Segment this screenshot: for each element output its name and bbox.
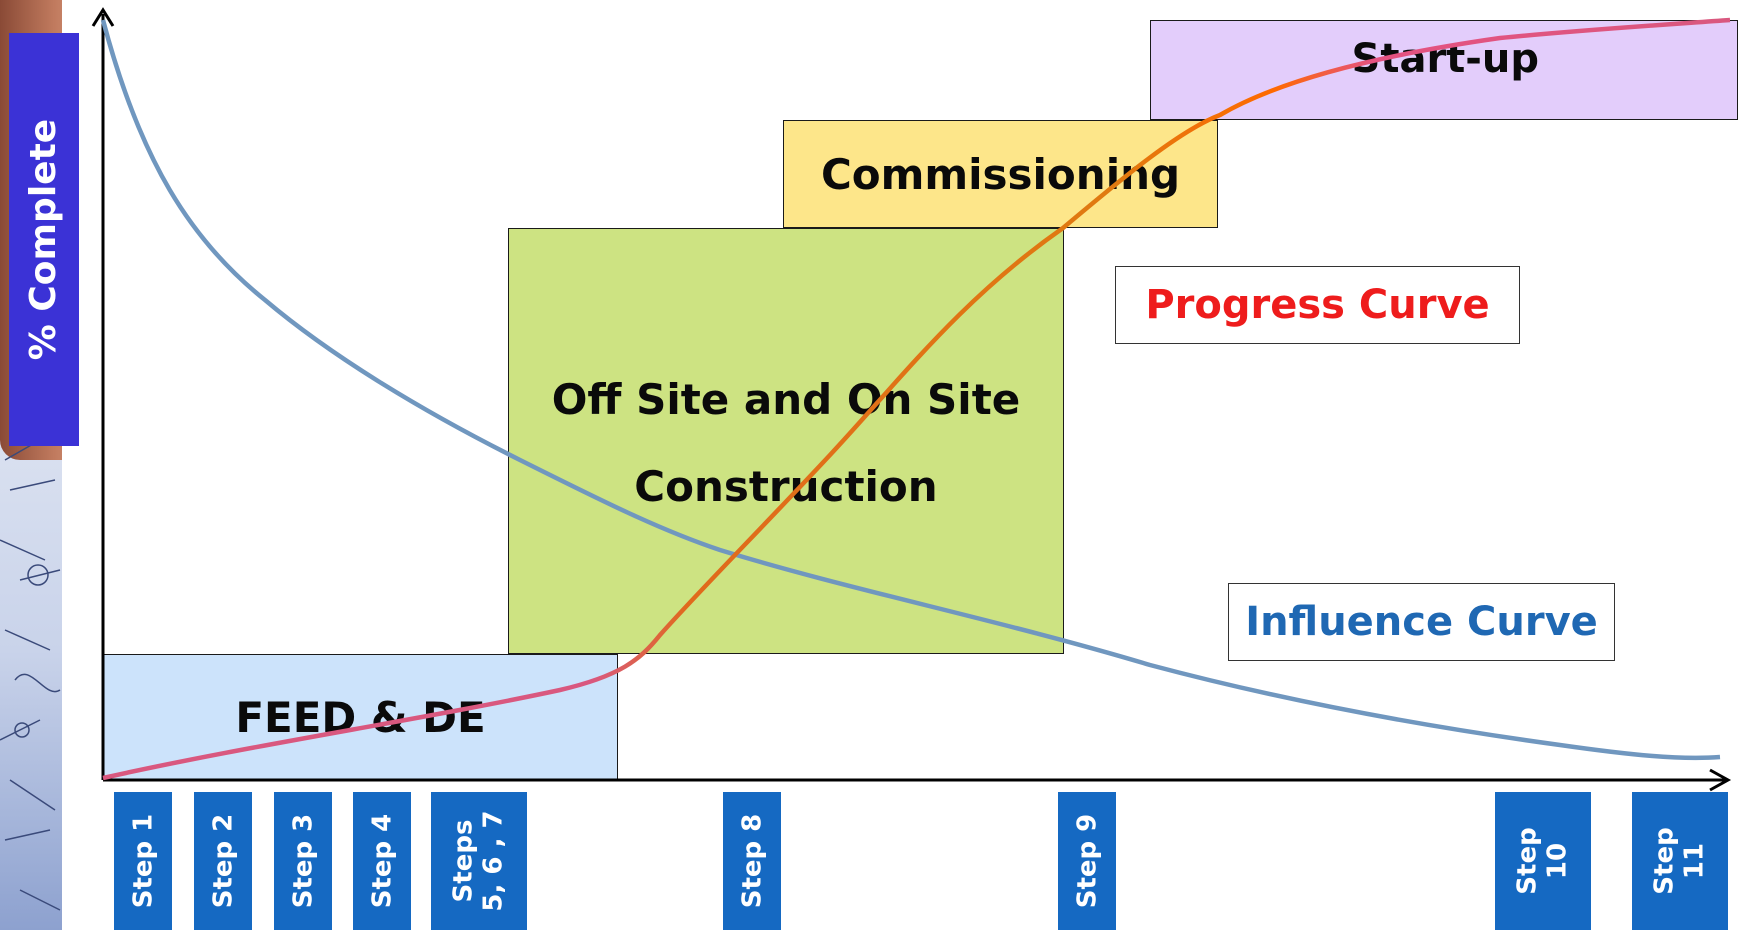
step-label-10: Step 10	[1495, 792, 1591, 930]
phase-feed-de-label: FEED & DE	[235, 692, 486, 742]
phase-construction: Off Site and On Site Construction	[508, 228, 1064, 654]
step-label-8: Step 8	[723, 792, 781, 930]
influence-curve	[100, 19, 1721, 761]
step-label-9: Step 9	[1058, 792, 1116, 930]
progress-curve	[102, 17, 1731, 781]
y-axis-arrowhead	[91, 7, 115, 27]
step-label-4-text: Step 4	[367, 813, 398, 909]
step-label-11-text: Step 11	[1650, 827, 1710, 895]
phase-commissioning: Commissioning	[783, 120, 1218, 228]
step-label-3-text: Step 3	[288, 813, 319, 909]
step-label-11: Step 11	[1632, 792, 1728, 930]
step-label-4: Step 4	[353, 792, 411, 930]
step-label-1-text: Step 1	[128, 813, 159, 909]
step-label-1: Step 1	[114, 792, 172, 930]
phase-construction-label-line1: Off Site and On Site	[551, 375, 1021, 424]
y-axis-label-box: % Complete	[9, 33, 79, 446]
influence-curve-legend-label: Influence Curve	[1245, 599, 1598, 645]
phase-startup: Start-up	[1150, 20, 1738, 120]
influence-curve-legend: Influence Curve	[1228, 583, 1615, 661]
blueprint-sketch	[0, 439, 61, 911]
step-label-8-text: Step 8	[737, 813, 768, 909]
step-label-2-text: Step 2	[208, 813, 239, 909]
step-label-9-text: Step 9	[1072, 813, 1103, 909]
step-label-2: Step 2	[194, 792, 252, 930]
step-label-5-6-7-text: Steps 5, 6 , 7	[449, 810, 509, 912]
step-label-5-6-7: Steps 5, 6 , 7	[431, 792, 527, 930]
progress-curve-legend: Progress Curve	[1115, 266, 1520, 344]
x-axis-arrowhead	[1709, 768, 1732, 792]
step-label-10-text: Step 10	[1513, 827, 1573, 895]
progress-curve-legend-label: Progress Curve	[1145, 282, 1490, 328]
step-label-3: Step 3	[274, 792, 332, 930]
phase-commissioning-label: Commissioning	[820, 149, 1181, 199]
